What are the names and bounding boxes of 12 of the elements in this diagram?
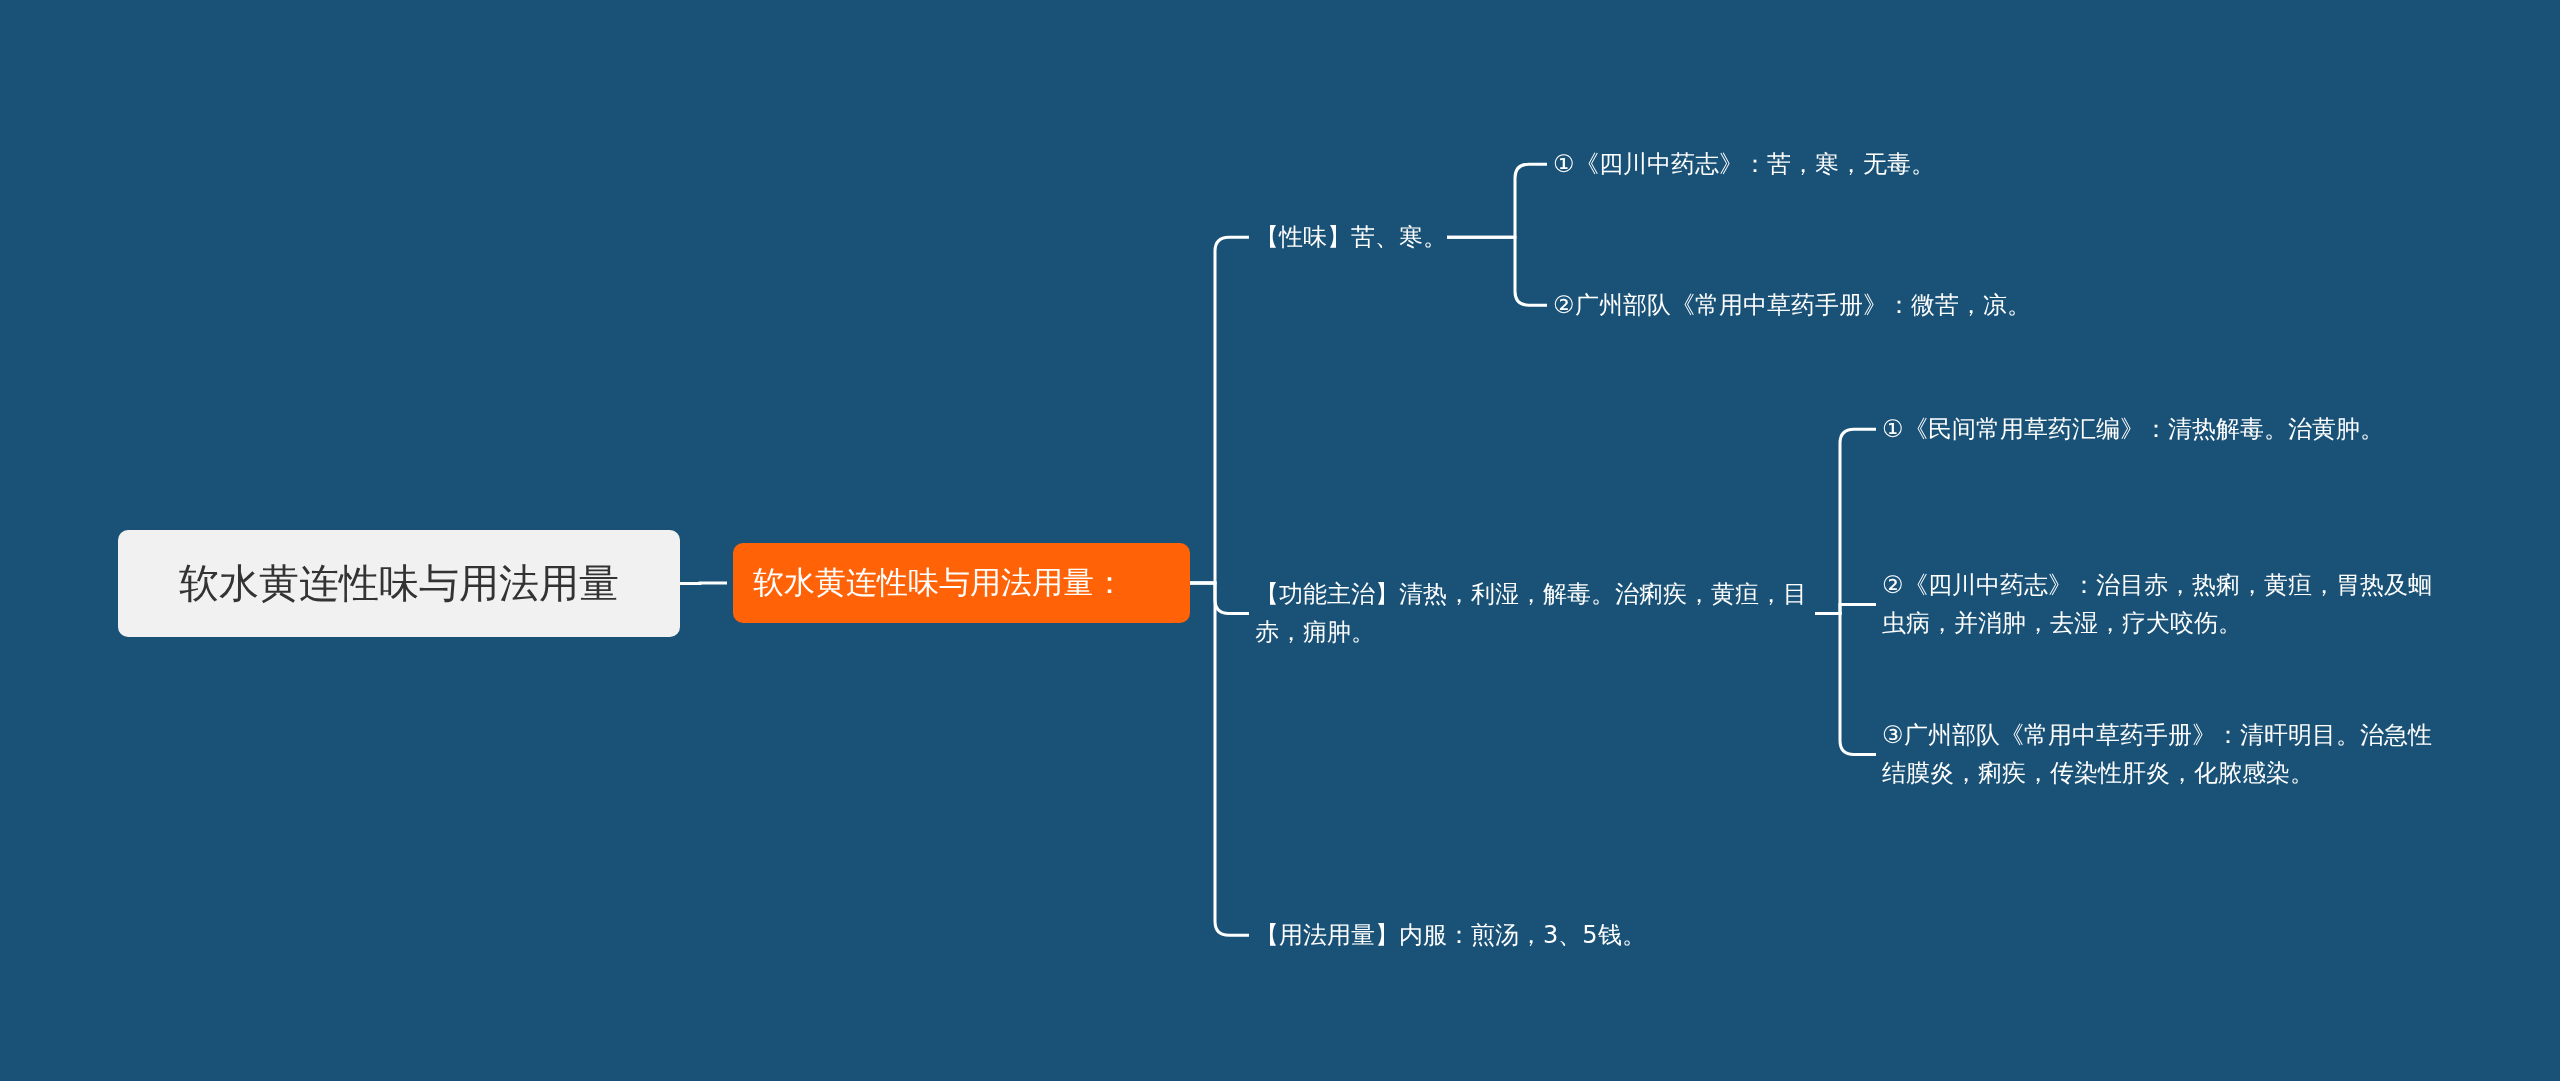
connector-line bbox=[680, 581, 727, 585]
topic-text: ③广州部队《常用中草药手册》：清旰明目。治急性结膜炎，痢疾，传染性肝炎，化脓感染。 bbox=[1882, 716, 2442, 793]
topic-text: ①《四川中药志》：苦，寒，无毒。 bbox=[1553, 145, 1935, 184]
topic-text: ①《民间常用草药汇编》：清热解毒。治黄肿。 bbox=[1882, 410, 2384, 449]
root-topic-box: 软水黄连性味与用法用量 bbox=[118, 530, 680, 637]
main-topic-box: 软水黄连性味与用法用量： bbox=[733, 543, 1190, 623]
topic-text: 【功能主治】清热，利湿，解毒。治痢疾，黄疸，目赤，痈肿。 bbox=[1255, 575, 1815, 652]
topic-text: 【用法用量】内服：煎汤，3、5钱。 bbox=[1255, 916, 1646, 955]
topic-text: ②广州部队《常用中草药手册》：微苦，凉。 bbox=[1553, 286, 2031, 325]
topic-text: 【性味】苦、寒。 bbox=[1255, 218, 1447, 257]
connector-line bbox=[1815, 611, 1876, 756]
topic-text: ②《四川中药志》：治目赤，热痢，黄疸，胃热及蛔虫病，并消肿，去湿，疗犬咬伤。 bbox=[1882, 566, 2442, 643]
